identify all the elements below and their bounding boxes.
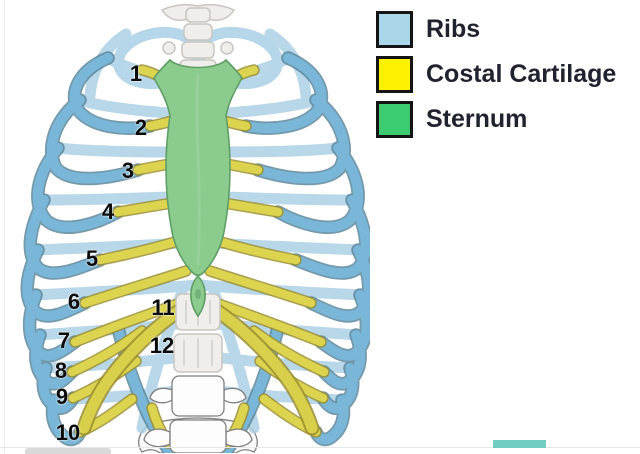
rib-label-3: 3 xyxy=(121,158,135,183)
legend-item-ribs: Ribs xyxy=(376,11,616,48)
sternum-shape xyxy=(153,58,243,318)
legend-label-sternum: Sternum xyxy=(426,105,528,133)
rib-label-10: 10 xyxy=(55,420,81,445)
legend-item-costal-cartilage: Costal Cartilage xyxy=(376,56,616,93)
rib-label-11: 11 xyxy=(151,295,175,320)
left-edge-line xyxy=(4,0,5,453)
lower-thoracic-vertebrae xyxy=(173,293,223,373)
legend-label-ribs: Ribs xyxy=(426,15,481,43)
costal-cartilage-color-swatch xyxy=(376,56,413,93)
rib-label-1: 1 xyxy=(129,61,143,86)
rib-label-9: 9 xyxy=(55,384,69,409)
legend-item-sternum: Sternum xyxy=(376,101,616,138)
sternum-color-swatch xyxy=(376,101,413,138)
bottom-divider-line xyxy=(0,447,640,448)
rib-label-8: 8 xyxy=(54,358,68,383)
rib-label-12: 12 xyxy=(149,333,175,358)
rib-label-7: 7 xyxy=(57,328,71,353)
rib-label-6: 6 xyxy=(67,289,81,314)
ribs-color-swatch xyxy=(376,11,413,48)
legend-label-costal-cartilage: Costal Cartilage xyxy=(426,60,617,88)
legend: Ribs Costal Cartilage Sternum xyxy=(376,11,616,138)
teal-bar-fragment xyxy=(493,440,546,448)
rib-label-5: 5 xyxy=(85,246,99,271)
gray-scrollbar-pill xyxy=(25,448,111,454)
rib-label-2: 2 xyxy=(134,115,148,140)
rib-cage-illustration xyxy=(0,3,370,453)
lumbar-vertebrae xyxy=(143,375,253,453)
rib-label-4: 4 xyxy=(101,199,115,224)
